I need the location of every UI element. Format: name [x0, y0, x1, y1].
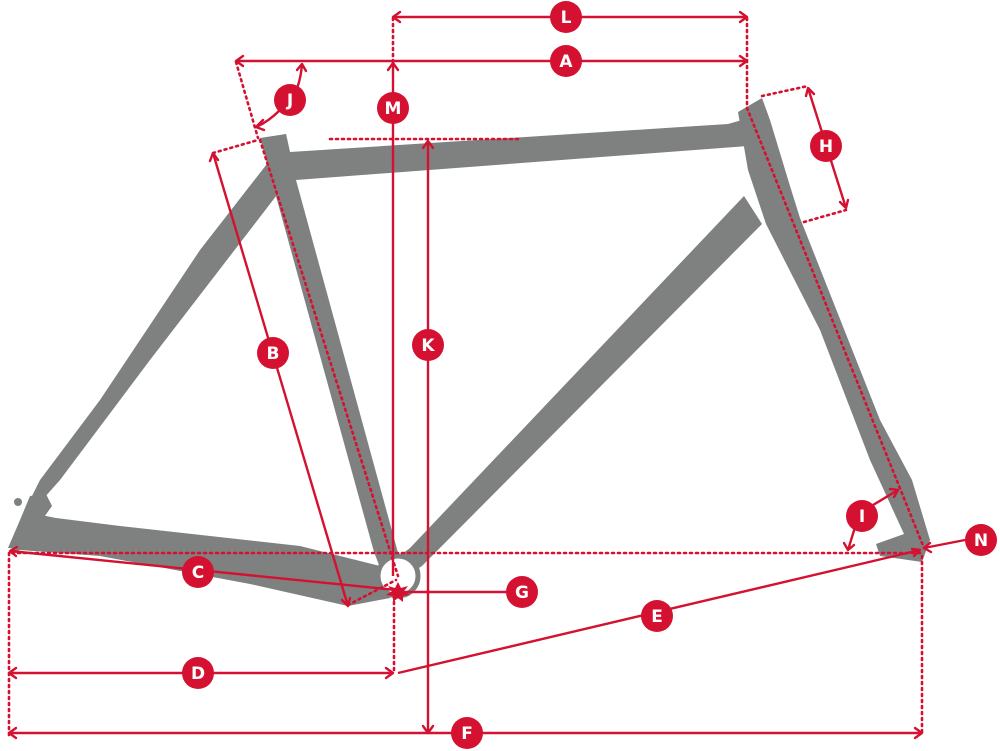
dimension-lines [7, 10, 966, 740]
seat-tube-top-tick [211, 138, 260, 155]
svg-text:D: D [191, 664, 205, 684]
steering-axis [745, 106, 926, 550]
seat-tube-axis [258, 138, 400, 578]
label-badge-d: D [182, 657, 214, 689]
label-badge-m: M [377, 92, 409, 124]
seat-stay [30, 160, 290, 500]
bb-center-marker [386, 582, 410, 602]
svg-text:A: A [559, 52, 573, 72]
svg-text:G: G [515, 583, 529, 603]
label-badge-i: I [846, 500, 878, 532]
label-badge-j: J [274, 84, 306, 116]
head-tube-bottom-tick [802, 208, 848, 224]
svg-text:L: L [561, 8, 572, 28]
seat-tube-bottom-tick [346, 578, 398, 607]
label-badge-n: N [965, 524, 997, 556]
svg-text:F: F [461, 724, 473, 744]
seat-tube-extension [234, 60, 260, 140]
label-badge-h: H [810, 130, 842, 162]
rear-dropout-eyelet [14, 498, 22, 506]
svg-text:C: C [192, 563, 204, 583]
label-badge-g: G [506, 576, 538, 608]
label-badge-a: A [550, 45, 582, 77]
svg-text:J: J [286, 91, 293, 111]
rear-dropout [8, 494, 52, 550]
label-badge-f: F [451, 717, 483, 749]
down-tube [394, 196, 762, 580]
svg-text:N: N [974, 531, 988, 551]
seat-tube [260, 134, 400, 578]
label-badge-b: B [257, 337, 289, 369]
svg-text:I: I [859, 507, 865, 527]
bottle-boss-1 [559, 389, 569, 399]
svg-text:K: K [421, 336, 435, 356]
bike-frame [8, 98, 930, 606]
svg-text:M: M [385, 99, 402, 119]
dimension-line-n [923, 538, 966, 550]
svg-text:H: H [819, 137, 833, 157]
top-tube [262, 120, 748, 182]
label-badge-e: E [641, 600, 673, 632]
bottle-boss-2 [522, 429, 532, 439]
svg-text:B: B [267, 344, 280, 364]
reference-lines [7, 16, 926, 737]
label-badge-c: C [182, 556, 214, 588]
dimension-line-b [211, 152, 350, 607]
head-tube-fork [738, 98, 930, 562]
label-badge-k: K [412, 329, 444, 361]
label-badge-l: L [550, 1, 582, 33]
head-tube-top-tick [760, 84, 810, 98]
svg-text:E: E [651, 607, 663, 627]
